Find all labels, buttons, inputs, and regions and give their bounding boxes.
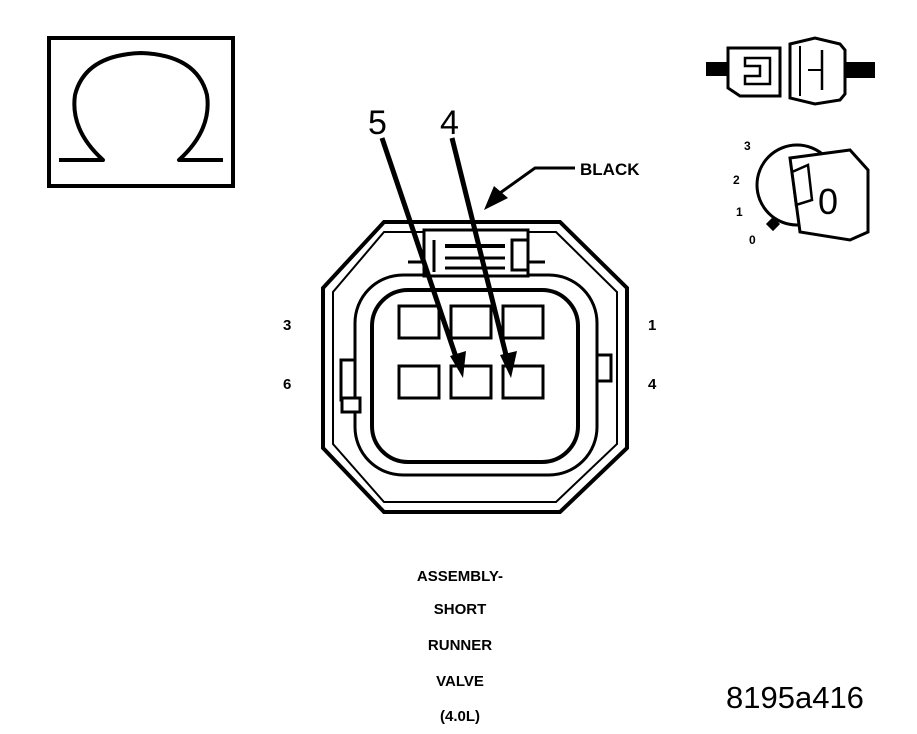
terminal-cavity-1 (501, 304, 545, 340)
caption-line-1: ASSEMBLY- (416, 568, 504, 585)
terminal-cavity-2 (449, 304, 493, 340)
ignition-position-0: 0 (749, 233, 756, 247)
cavity-label-6: 6 (283, 376, 291, 393)
caption-line-4: VALVE (436, 673, 484, 690)
terminal-cavity-3 (397, 304, 441, 340)
ignition-position-2: 2 (733, 173, 740, 187)
locking-tab (408, 228, 545, 278)
key-position-label: 0 (818, 181, 838, 222)
caption-line-5: (4.0L) (439, 708, 480, 725)
disconnected-connector-icon (706, 36, 875, 106)
ignition-position-3: 3 (744, 139, 751, 153)
connector-face (321, 220, 629, 514)
ignition-off-icon: 3 2 1 0 0 (733, 139, 870, 247)
pointer-arrow-4 (449, 137, 517, 378)
figure-id: 8195a416 (726, 680, 864, 715)
ignition-position-1: 1 (736, 205, 743, 219)
cavity-label-1: 1 (648, 317, 656, 334)
caption-line-3: RUNNER (427, 637, 493, 654)
pointer-arrow-5 (379, 137, 466, 378)
terminal-cavity-5 (449, 364, 493, 400)
terminal-cavity-6 (397, 364, 441, 400)
wire-color-leader (484, 166, 575, 210)
cavity-label-3: 3 (283, 317, 291, 334)
ohmmeter-icon (47, 36, 235, 188)
caption-line-2: SHORT (433, 601, 487, 618)
wire-color-label: BLACK (580, 160, 640, 179)
pointer-label-5: 5 (368, 104, 387, 142)
cavity-label-4: 4 (648, 376, 657, 393)
pointer-label-4: 4 (440, 104, 459, 142)
